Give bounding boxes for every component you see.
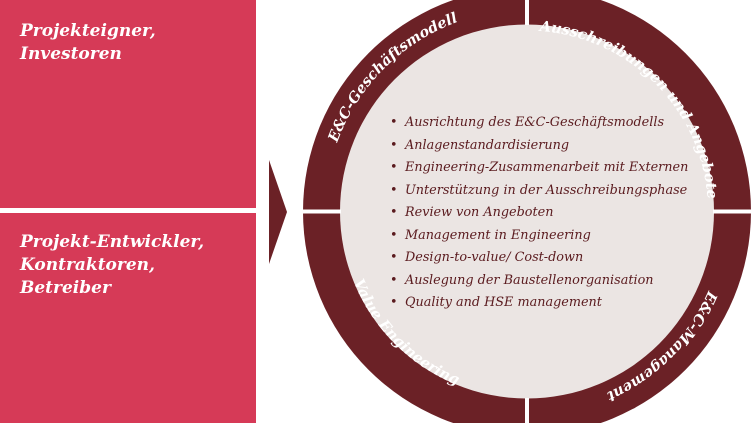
list-item: Ausrichtung des E&C-Geschäftsmodells [390, 112, 688, 135]
list-item: Auslegung der Baustellenorganisation [390, 270, 688, 293]
list-item: Engineering-Zusammenarbeit mit Externen [390, 157, 688, 180]
list-item: Management in Engineering [390, 225, 688, 248]
stakeholder-label-developers: Projekt-Entwickler, Kontraktoren, Betrei… [20, 232, 205, 298]
list-item: Unterstützung in der Ausschreibungsphase [390, 180, 688, 203]
list-item: Quality and HSE management [390, 292, 688, 315]
list-item: Anlagenstandardisierung [390, 135, 688, 158]
stakeholder-box-developers: Projekt-Entwickler, Kontraktoren, Betrei… [0, 213, 256, 423]
stakeholder-label-owners: Projekteigner, Investoren [20, 21, 156, 64]
services-list: Ausrichtung des E&C-Geschäftsmodells Anl… [390, 112, 688, 315]
list-item: Review von Angeboten [390, 202, 688, 225]
list-item: Design-to-value/ Cost-down [390, 247, 688, 270]
arrow-pointer-shape [269, 160, 287, 264]
stakeholder-box-owners: Projekteigner, Investoren [0, 0, 256, 208]
